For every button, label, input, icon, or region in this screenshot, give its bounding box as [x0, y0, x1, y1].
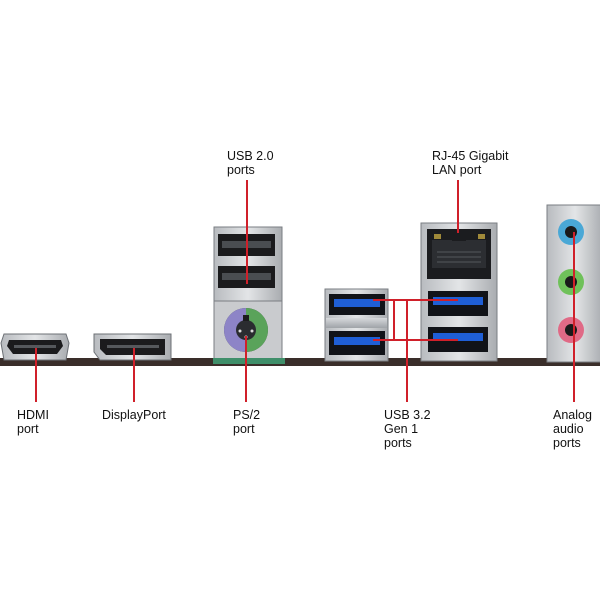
- leader-lines: [35, 180, 575, 402]
- label-usb32: USB 3.2 Gen 1 ports: [384, 408, 431, 450]
- label-audio: Analog audio ports: [553, 408, 592, 450]
- ps2-port: [213, 300, 283, 361]
- motherboard-edge: [0, 358, 600, 366]
- audio-jack-green: [558, 269, 584, 295]
- label-usb20: USB 2.0 ports: [227, 149, 274, 177]
- usb32-port: [329, 331, 385, 355]
- rj45-lan-port: [427, 229, 491, 279]
- displayport-port: [93, 333, 172, 361]
- audio-jack-blue: [558, 219, 584, 245]
- usb32-port: [428, 291, 488, 316]
- label-ps2: PS/2 port: [233, 408, 261, 436]
- label-hdmi: HDMI port: [17, 408, 49, 436]
- hdmi-port: [0, 333, 70, 361]
- label-rj45: RJ-45 Gigabit LAN port: [432, 149, 509, 177]
- usb2-ps2-stack: [213, 226, 285, 364]
- audio-jack-pink: [558, 317, 584, 343]
- usb32-port: [329, 294, 385, 315]
- leader-line-usb32: [373, 299, 458, 402]
- label-displayport: DisplayPort: [102, 408, 166, 422]
